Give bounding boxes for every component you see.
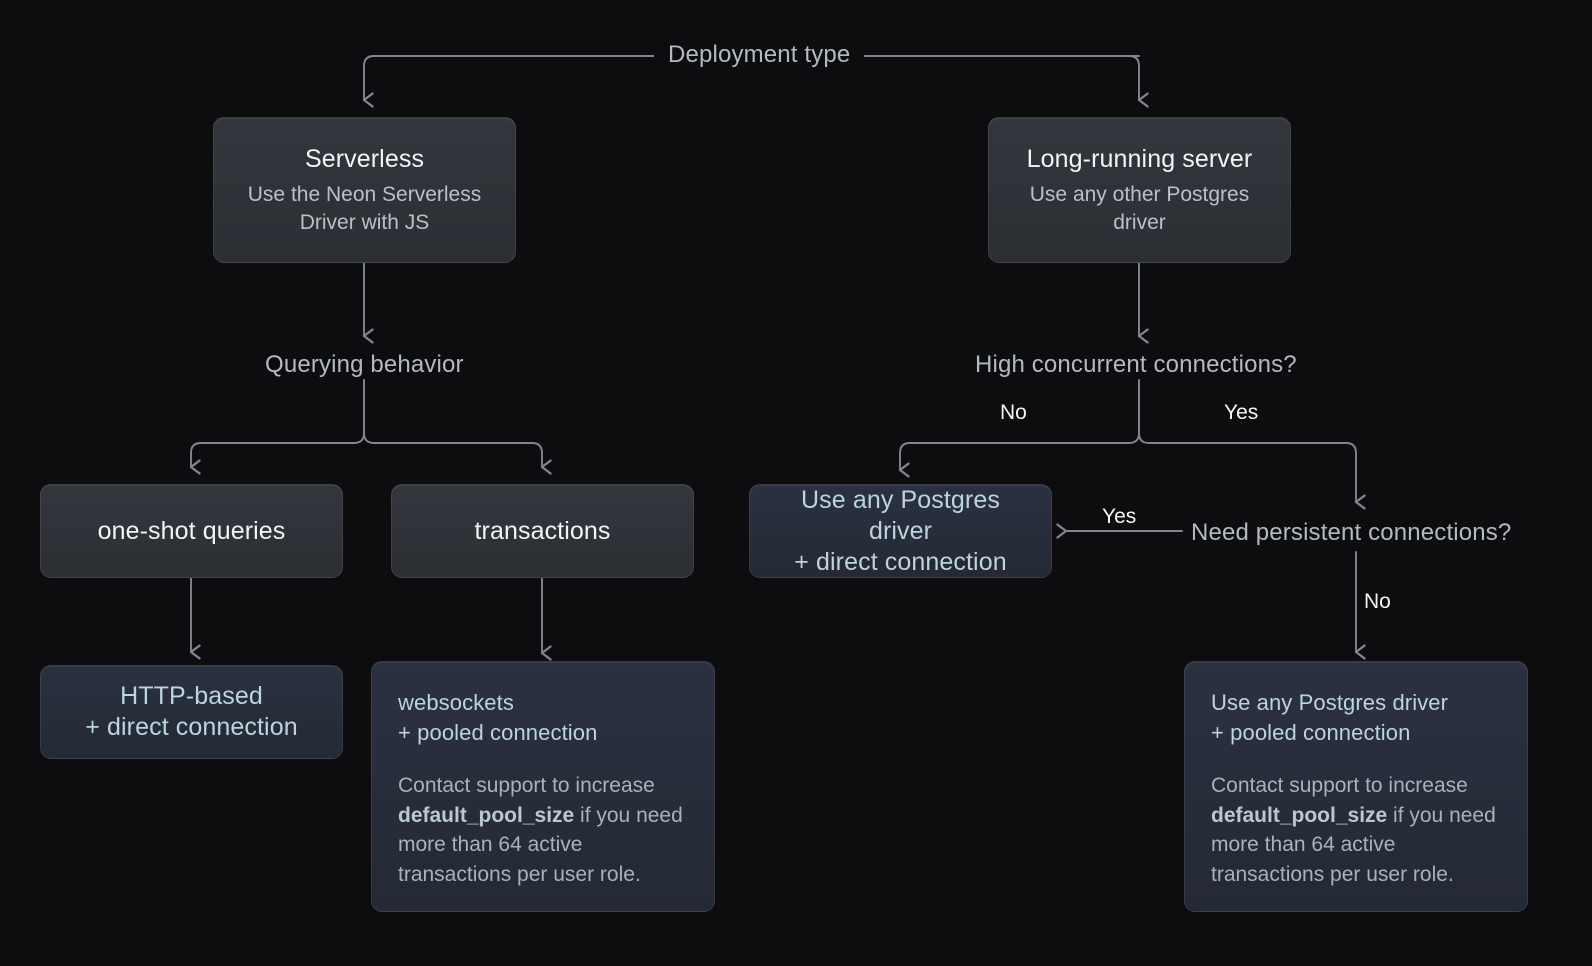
root-label: Deployment type — [654, 41, 865, 69]
node-http-direct-line2: + direct connection — [85, 713, 298, 741]
node-driver-pooled-line2: + pooled connection — [1211, 720, 1411, 746]
node-driver-direct-line2: + direct connection — [794, 547, 1007, 576]
node-websockets-pooled-line2: + pooled connection — [398, 720, 598, 746]
note-prefix: Contact support to increase — [398, 773, 655, 797]
node-driver-pooled-note: Contact support to increase default_pool… — [1211, 771, 1501, 890]
node-one-shot-queries[interactable]: one-shot queries — [40, 484, 343, 578]
note-code: default_pool_size — [1211, 803, 1388, 827]
node-long-running-server[interactable]: Long-running server Use any other Postgr… — [988, 117, 1291, 263]
node-http-direct-connection[interactable]: HTTP-based + direct connection — [40, 665, 343, 759]
edge-label-concurrent-no: No — [1000, 401, 1027, 424]
node-driver-pooled[interactable]: Use any Postgres driver + pooled connect… — [1184, 661, 1528, 912]
note-suffix: if you need more than 64 active transact… — [1211, 803, 1496, 887]
node-serverless-title: Serverless — [304, 145, 425, 174]
node-transactions-title: transactions — [474, 516, 611, 545]
decision-high-concurrent-connections: High concurrent connections? — [975, 351, 1297, 378]
note-prefix: Contact support to increase — [1211, 773, 1468, 797]
node-driver-pooled-line1: Use any Postgres driver — [1211, 690, 1449, 715]
node-http-direct-line1: HTTP-based — [120, 682, 263, 710]
edge-label-persistent-no: No — [1364, 590, 1391, 613]
note-code: default_pool_size — [398, 803, 575, 827]
edge-querying-to-transactions — [363, 379, 552, 475]
edge-concurrent-no — [898, 379, 1140, 478]
edge-querying-to-oneshot — [189, 379, 365, 475]
edge-label-concurrent-yes: Yes — [1224, 401, 1259, 424]
node-transactions[interactable]: transactions — [391, 484, 694, 578]
node-one-shot-queries-title: one-shot queries — [97, 516, 286, 545]
node-websockets-pooled-line1: websockets — [398, 690, 514, 715]
note-suffix: if you need more than 64 active transact… — [398, 803, 683, 887]
node-websockets-pooled[interactable]: websockets + pooled connection Contact s… — [371, 661, 715, 912]
decision-querying-behavior: Querying behavior — [265, 351, 464, 378]
node-driver-direct-line1: Use any Postgres driver — [801, 485, 1000, 545]
node-serverless[interactable]: Serverless Use the Neon Serverless Drive… — [213, 117, 516, 263]
edge-concurrent-yes — [1138, 379, 1366, 510]
node-driver-direct-connection[interactable]: Use any Postgres driver + direct connect… — [749, 484, 1052, 578]
edge-label-persistent-yes: Yes — [1102, 505, 1137, 528]
node-websockets-pooled-note: Contact support to increase default_pool… — [398, 771, 688, 890]
decision-need-persistent-connections: Need persistent connections? — [1191, 519, 1512, 546]
node-serverless-subtitle: Use the Neon Serverless Driver with JS — [247, 183, 482, 234]
node-long-running-title: Long-running server — [1026, 145, 1253, 174]
node-long-running-subtitle: Use any other Postgres driver — [1029, 183, 1250, 234]
